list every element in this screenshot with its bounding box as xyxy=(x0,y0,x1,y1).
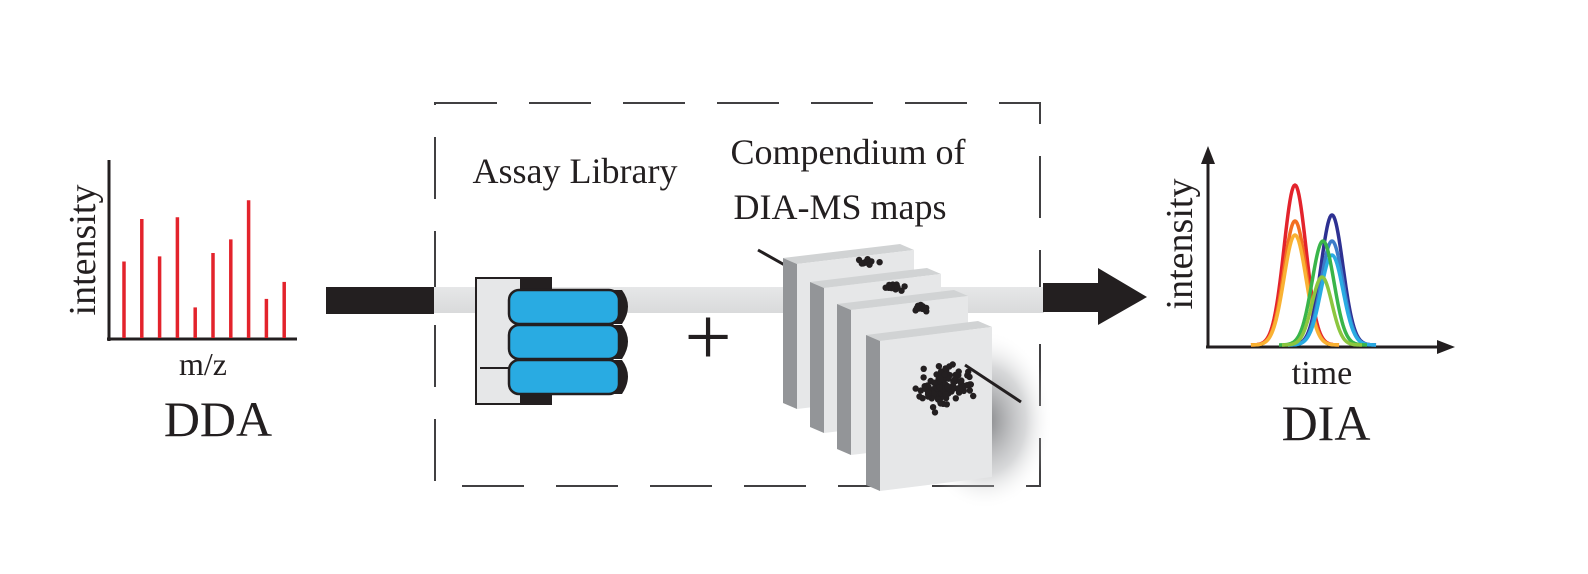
dia-x-axis-arrowhead xyxy=(1437,340,1455,354)
dia-x-label: time xyxy=(1292,355,1352,392)
dia-title: DIA xyxy=(1282,395,1371,451)
assay-library-icon xyxy=(475,277,628,405)
library-cylinder xyxy=(507,323,628,361)
flow-arrow-head xyxy=(1043,268,1147,325)
dia-trace xyxy=(1287,253,1377,347)
compendium-label-line1: Compendium of xyxy=(731,132,966,172)
flow-arrow-tail xyxy=(326,287,434,314)
assay-library-label: Assay Library xyxy=(473,151,678,191)
dia-map xyxy=(866,321,992,491)
dda-peaks xyxy=(122,200,286,338)
dda-spectrum: intensity m/z DDA xyxy=(62,160,297,447)
dda-y-label: intensity xyxy=(62,185,104,316)
dia-y-axis-arrowhead xyxy=(1201,146,1215,164)
dia-y-label: intensity xyxy=(1159,179,1201,310)
dia-map-stack xyxy=(757,244,1053,510)
dda-title: DDA xyxy=(164,391,272,447)
dia-chromatogram: intensity time DIA xyxy=(1159,146,1455,451)
library-cylinder xyxy=(507,358,628,396)
plus-sign: + xyxy=(684,291,731,384)
compendium-label-line2: DIA-MS maps xyxy=(734,187,947,227)
dia-trace xyxy=(1250,233,1340,347)
library-cylinder xyxy=(507,288,628,326)
dda-x-label: m/z xyxy=(179,346,227,382)
map-marker-line xyxy=(964,363,1022,404)
dia-trace xyxy=(1281,275,1363,347)
dia-traces xyxy=(1250,183,1377,347)
